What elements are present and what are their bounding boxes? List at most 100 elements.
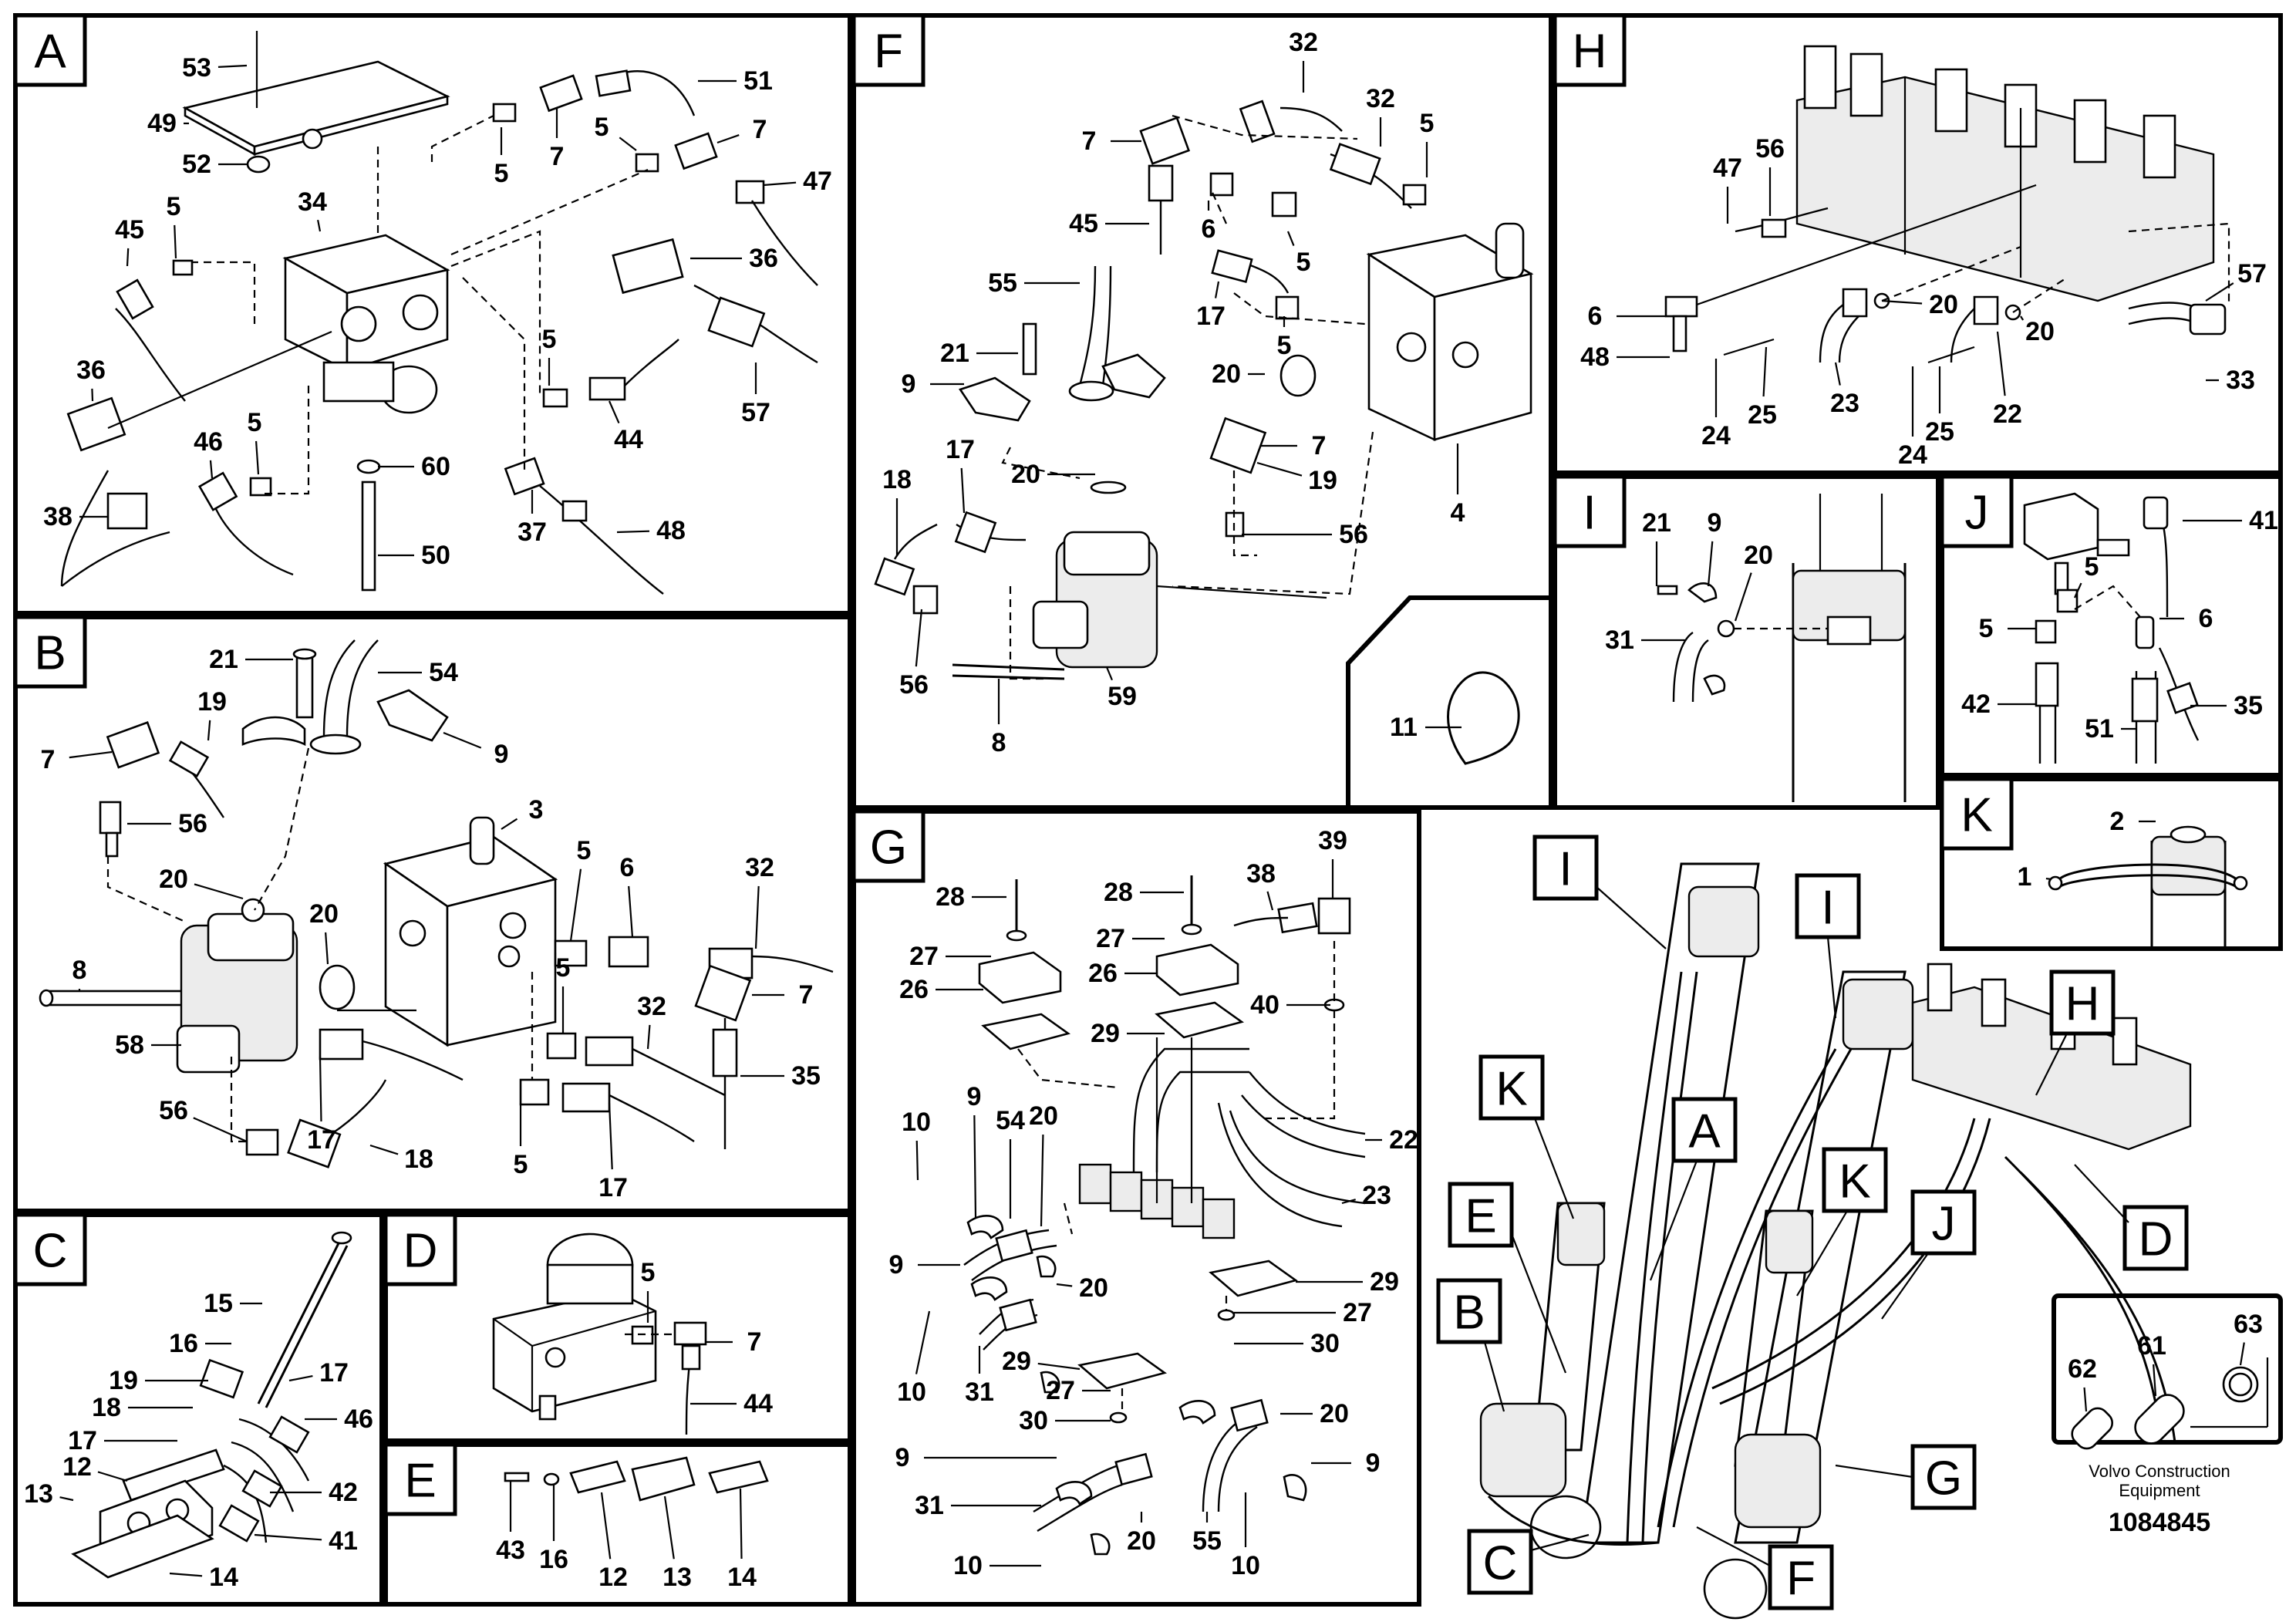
- callout-number: 46: [194, 427, 223, 457]
- callout-number: 8: [72, 956, 87, 985]
- callout-number: 17: [68, 1426, 97, 1455]
- callout-number: 44: [743, 1389, 773, 1418]
- section-tag-a: A: [13, 13, 87, 87]
- callout-a-21: 44: [608, 400, 643, 454]
- callout-a-22: 37: [518, 490, 547, 547]
- callout-leader: [97, 1471, 128, 1482]
- svg-text:C: C: [1483, 1537, 1518, 1590]
- callout-h-0: 47: [1713, 153, 1742, 224]
- callout-number: 43: [496, 1536, 525, 1565]
- pin-50: [361, 481, 376, 592]
- callout-leader: [126, 248, 130, 267]
- callout-number: 5: [595, 113, 609, 142]
- callout-number: 56: [159, 1096, 188, 1125]
- callout-a-23: 48: [616, 516, 686, 545]
- callout-number: 20: [1320, 1399, 1349, 1428]
- callout-number: 20: [1011, 460, 1040, 489]
- callout-leader: [254, 1533, 322, 1541]
- panel-g-artwork: [963, 875, 1366, 1556]
- callout-number: 28: [936, 882, 965, 912]
- callout-e-0: 43: [496, 1481, 525, 1565]
- panel-c-artwork: [71, 1231, 352, 1579]
- callout-k-0: 2: [2110, 807, 2156, 836]
- svg-text:J: J: [1932, 1198, 1956, 1251]
- callout-leader: [616, 530, 650, 534]
- callout-number: 41: [2249, 506, 2278, 535]
- callout-number: 17: [319, 1358, 349, 1388]
- callout-number: 31: [1605, 626, 1634, 655]
- callout-leader: [608, 1102, 613, 1170]
- overview-tag-i-left: I: [1532, 835, 1667, 949]
- callout-number: 16: [539, 1545, 568, 1574]
- callout-leader: [288, 1374, 313, 1382]
- callout-number: 42: [1961, 690, 1991, 719]
- callout-b-10: 5: [569, 836, 591, 942]
- callout-g-10: 10: [902, 1108, 931, 1181]
- callout-a-13: 7: [550, 108, 564, 171]
- callout-h-4: 20: [1881, 290, 1958, 319]
- callout-b-1: 54: [378, 658, 458, 687]
- overview-artwork: [1479, 862, 2192, 1620]
- panel-j-artwork: [2023, 492, 2200, 764]
- callout-h-5: 48: [1580, 342, 1670, 372]
- callout-leader: [2083, 1387, 2088, 1412]
- overview-tag-f: F: [1696, 1526, 1834, 1610]
- callout-leader: [569, 868, 582, 942]
- callout-g-11: 9: [967, 1082, 981, 1219]
- block-13-e: [631, 1456, 696, 1502]
- overview-tag-h: H: [2035, 969, 2116, 1096]
- callout-number: 39: [1318, 826, 1347, 855]
- callout-number: 45: [1069, 209, 1098, 238]
- callout-leader: [2153, 1364, 2157, 1397]
- kit-inset-artwork: [2071, 1357, 2269, 1450]
- callout-number: 47: [803, 167, 832, 196]
- cable-tie-11: [1447, 671, 1520, 765]
- panel-d-artwork: [492, 1233, 707, 1435]
- section-tag-c: C: [13, 1212, 87, 1286]
- callout-number: 26: [1088, 959, 1118, 988]
- callout-number: 49: [147, 109, 177, 138]
- callout-leader: [754, 885, 760, 949]
- callout-a-9: 5: [248, 408, 261, 475]
- panel-h-artwork: [1664, 45, 2230, 364]
- panel-e-artwork: [504, 1456, 769, 1502]
- callout-number: 20: [159, 865, 188, 894]
- callout-a-6: 36: [76, 356, 106, 402]
- callout-leader: [1266, 891, 1274, 911]
- callout-leader: [369, 1144, 399, 1155]
- svg-text:D: D: [2139, 1213, 2173, 1266]
- callout-a-10: 60: [378, 452, 450, 481]
- callout-leader: [174, 224, 177, 259]
- section-tag-k: K: [1940, 777, 2014, 851]
- clamp-26-a: [978, 951, 1062, 1004]
- elbow-36-a: [66, 396, 126, 452]
- callout-leader: [169, 1572, 203, 1577]
- panel-k-artwork: [2048, 825, 2248, 947]
- callout-d-1: 7: [706, 1327, 761, 1357]
- callout-number: 7: [41, 745, 56, 774]
- panel-i-frame: [1553, 474, 1940, 810]
- overview-tag-b: B: [1436, 1278, 1505, 1412]
- callout-number: 11: [1390, 713, 1418, 742]
- callout-h-9: 25: [1748, 346, 1777, 430]
- plate-14-c: [71, 1514, 214, 1579]
- callout-number: 55: [988, 268, 1017, 298]
- callout-a-18: 36: [690, 244, 778, 273]
- section-tag-g: G: [851, 809, 925, 883]
- callout-number: 52: [182, 150, 211, 179]
- callout-number: 5: [641, 1258, 656, 1287]
- callout-g-0: 28: [936, 882, 1006, 912]
- callout-b-14: 58: [115, 1030, 181, 1060]
- callout-c-11: 14: [169, 1563, 238, 1592]
- svg-text:K: K: [1961, 789, 1992, 842]
- callout-d-2: 44: [690, 1389, 773, 1418]
- callout-number: 55: [1192, 1526, 1222, 1556]
- callout-number: 19: [1308, 466, 1337, 495]
- callout-a-11: 50: [378, 541, 450, 570]
- svg-text:K: K: [1495, 1063, 1527, 1116]
- callout-leader: [619, 137, 637, 151]
- callout-leader: [2045, 877, 2052, 881]
- panel-f-frame: [851, 13, 1553, 810]
- callout-number: 28: [1104, 878, 1133, 907]
- callout-number: 18: [404, 1145, 433, 1174]
